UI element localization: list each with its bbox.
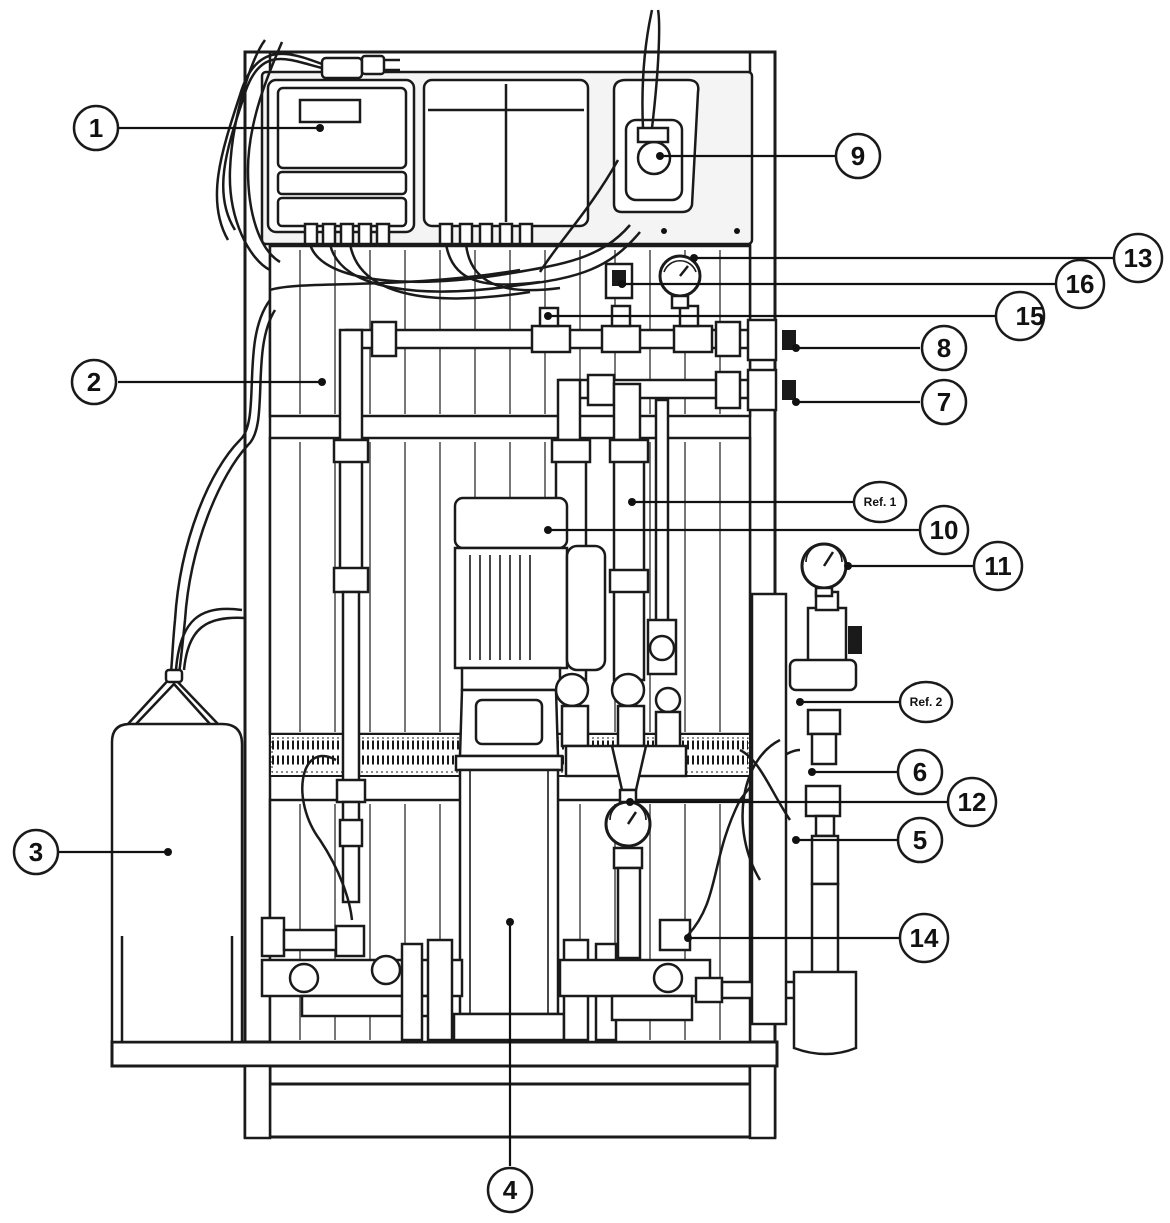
callout-5: 5 <box>896 816 944 864</box>
callout-15: 15 <box>994 290 1046 342</box>
callout-9-label: 9 <box>851 141 865 171</box>
valve-cluster <box>554 672 688 792</box>
callout-3-label: 3 <box>29 837 43 867</box>
callout-10-label: 10 <box>930 515 959 545</box>
callout-13: 13 <box>1112 232 1164 284</box>
motor <box>453 496 607 692</box>
reference-1: Ref. 1 <box>852 480 908 524</box>
callout-1: 1 <box>72 104 120 152</box>
callout-8-label: 8 <box>937 333 951 363</box>
left-vertical-pipe <box>301 438 370 921</box>
controller-box <box>266 78 416 246</box>
callout-16-label: 16 <box>1066 269 1095 299</box>
callout-4: 4 <box>486 1166 534 1214</box>
reference-1-label: Ref. 1 <box>864 495 897 509</box>
top-manifold <box>338 304 796 442</box>
pressure-gauge-small <box>658 254 702 310</box>
callout-10: 10 <box>918 504 970 556</box>
mid-pipes <box>550 398 678 682</box>
callout-11: 11 <box>972 540 1024 592</box>
filter-column <box>739 590 862 1056</box>
callout-2: 2 <box>70 358 118 406</box>
callout-leaders <box>58 124 1114 1166</box>
callout-7: 7 <box>920 378 968 426</box>
dosing-pump <box>538 9 700 273</box>
main-pump <box>452 688 566 1042</box>
callout-3: 3 <box>12 828 60 876</box>
callout-14: 14 <box>898 912 950 964</box>
callout-12: 12 <box>946 776 998 828</box>
callout-4-label: 4 <box>503 1175 518 1205</box>
chemical-tank <box>110 607 246 1044</box>
callout-12-label: 12 <box>958 787 987 817</box>
power-cables <box>168 39 641 681</box>
pressure-gauge-lower <box>604 788 652 960</box>
reference-2: Ref. 2 <box>898 680 954 724</box>
terminal-box <box>422 78 590 246</box>
callout-13-label: 13 <box>1124 243 1153 273</box>
callout-9: 9 <box>834 132 882 180</box>
reference-2-label: Ref. 2 <box>910 695 943 709</box>
callout-2-label: 2 <box>87 367 101 397</box>
callout-11-label: 11 <box>984 551 1012 581</box>
callout-14-label: 14 <box>910 923 939 953</box>
sensor-16 <box>604 262 634 300</box>
callout-16: 16 <box>1054 258 1106 310</box>
callout-8: 8 <box>920 324 968 372</box>
pressure-gauge-11 <box>800 542 848 598</box>
callout-7-label: 7 <box>937 387 951 417</box>
callout-5-label: 5 <box>913 825 927 855</box>
callout-15-label: 15 <box>1016 301 1045 331</box>
callout-6: 6 <box>896 748 944 796</box>
callout-1-label: 1 <box>89 113 103 143</box>
callout-6-label: 6 <box>913 757 927 787</box>
bottom-piping <box>260 748 822 1042</box>
